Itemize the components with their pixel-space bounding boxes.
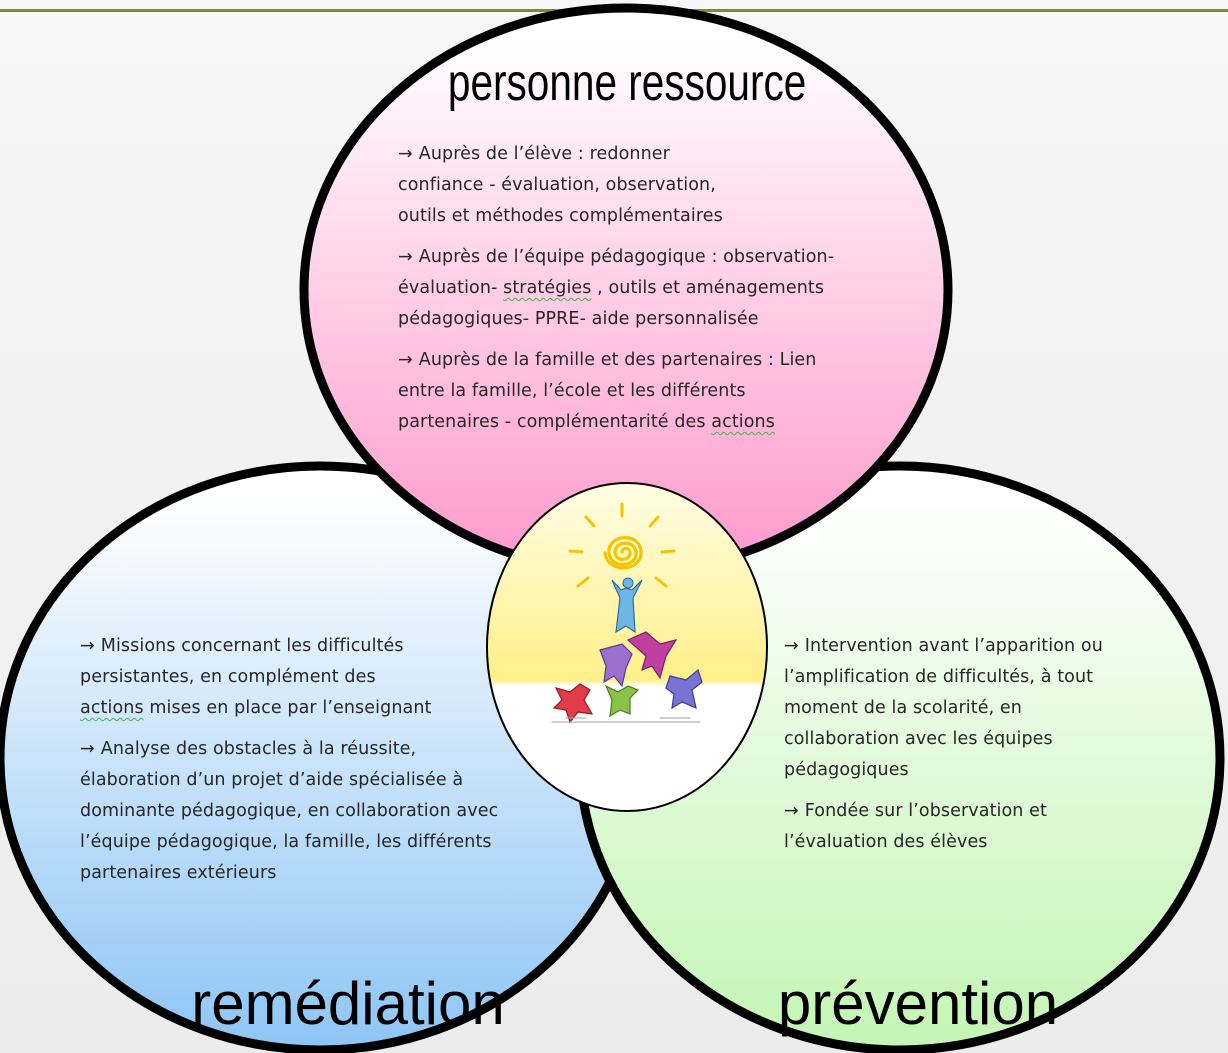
arrow-right-icon: → [80,636,95,656]
text-line: →Intervention avant l’apparition ou [784,631,1103,662]
text-line-content: partenaires - complémentarité des action… [398,412,775,432]
text-line-content: persistantes, en complément des [80,667,376,687]
text-line: →Analyse des obstacles à la réussite, [80,734,498,765]
text-line: outils et méthodes complémentaires [398,201,834,232]
text-line-content: partenaires extérieurs [80,863,277,883]
text-line: évaluation- stratégies , outils et aména… [398,273,834,304]
text-line: collaboration avec les équipes [784,724,1103,755]
arrow-right-icon: → [784,636,799,656]
paragraph: →Auprès de la famille et des partenaires… [398,345,834,438]
text-line: élaboration d’un projet d’aide spécialis… [80,765,498,796]
text-line: confiance - évaluation, observation, [398,170,834,201]
title-remediation: remédiation [191,970,505,1037]
paragraph: →Intervention avant l’apparition ou l’amp… [784,631,1103,786]
arrow-right-icon: → [398,247,413,267]
paragraph: →Auprès de l’élève : redonner confiance -… [398,139,834,232]
text-line-content: dominante pédagogique, en collaboration … [80,801,499,821]
center-oval [486,482,768,812]
text-line: partenaires extérieurs [80,858,498,889]
text-line-content: Auprès de l’élève : redonner [418,144,670,164]
text-line-content: Intervention avant l’apparition ou [804,636,1103,656]
text-line: l’amplification de difficultés, à tout [784,662,1103,693]
paragraph: →Analyse des obstacles à la réussite, éla… [80,734,498,889]
arrow-right-icon: → [80,739,95,759]
text-line-content: Analyse des obstacles à la réussite, [100,739,417,759]
text-line: →Auprès de l’équipe pédagogique : observ… [398,242,834,273]
text-line-content: confiance - évaluation, observation, [398,175,716,195]
text-line: →Auprès de la famille et des partenaires… [398,345,834,376]
text-line-content: collaboration avec les équipes [784,729,1053,749]
title-prevention: prévention [778,970,1058,1037]
text-line-content: pédagogiques [784,760,909,780]
teamwork-people-tower-icon [551,502,703,724]
text-line: partenaires - complémentarité des action… [398,407,834,438]
text-line: →Fondée sur l’observation et [784,796,1103,827]
text-line-content: l’équipe pédagogique, la famille, les di… [80,832,492,852]
arrow-right-icon: → [398,350,413,370]
text-line: l’évaluation des élèves [784,827,1103,858]
text-line: →Missions concernant les difficultés [80,631,498,662]
text-line-content: Fondée sur l’observation et [804,801,1047,821]
arrow-right-icon: → [398,144,413,164]
text-line-content: moment de la scolarité, en [784,698,1022,718]
text-line: →Auprès de l’élève : redonner [398,139,834,170]
text-line-content: outils et méthodes complémentaires [398,206,723,226]
text-line: pédagogiques- PPRE- aide personnalisée [398,304,834,335]
text-line-content: Auprès de la famille et des partenaires … [418,350,817,370]
title-personne-ressource: personne ressource [448,53,806,111]
text-line: moment de la scolarité, en [784,693,1103,724]
text-line-content: évaluation- stratégies , outils et aména… [398,278,825,298]
text-line: persistantes, en complément des [80,662,498,693]
text-line: entre la famille, l’école et les différe… [398,376,834,407]
text-line-content: l’amplification de difficultés, à tout [784,667,1094,687]
text-line-content: actions mises en place par l’enseignant [80,698,432,718]
text-line-content: pédagogiques- PPRE- aide personnalisée [398,309,759,329]
text-line: actions mises en place par l’enseignant [80,693,498,724]
text-line-content: élaboration d’un projet d’aide spécialis… [80,770,464,790]
text-line-content: entre la famille, l’école et les différe… [398,381,746,401]
text-line: l’équipe pédagogique, la famille, les di… [80,827,498,858]
text-line-content: Missions concernant les difficultés [100,636,404,656]
text-line-content: Auprès de l’équipe pédagogique : observa… [418,247,835,267]
text-line: dominante pédagogique, en collaboration … [80,796,498,827]
paragraph: →Missions concernant les difficultés pers… [80,631,498,724]
arrow-right-icon: → [784,801,799,821]
paragraph: →Fondée sur l’observation et l’évaluation… [784,796,1103,858]
text-line-content: l’évaluation des élèves [784,832,988,852]
text-line: pédagogiques [784,755,1103,786]
paragraph: →Auprès de l’équipe pédagogique : observ… [398,242,834,335]
